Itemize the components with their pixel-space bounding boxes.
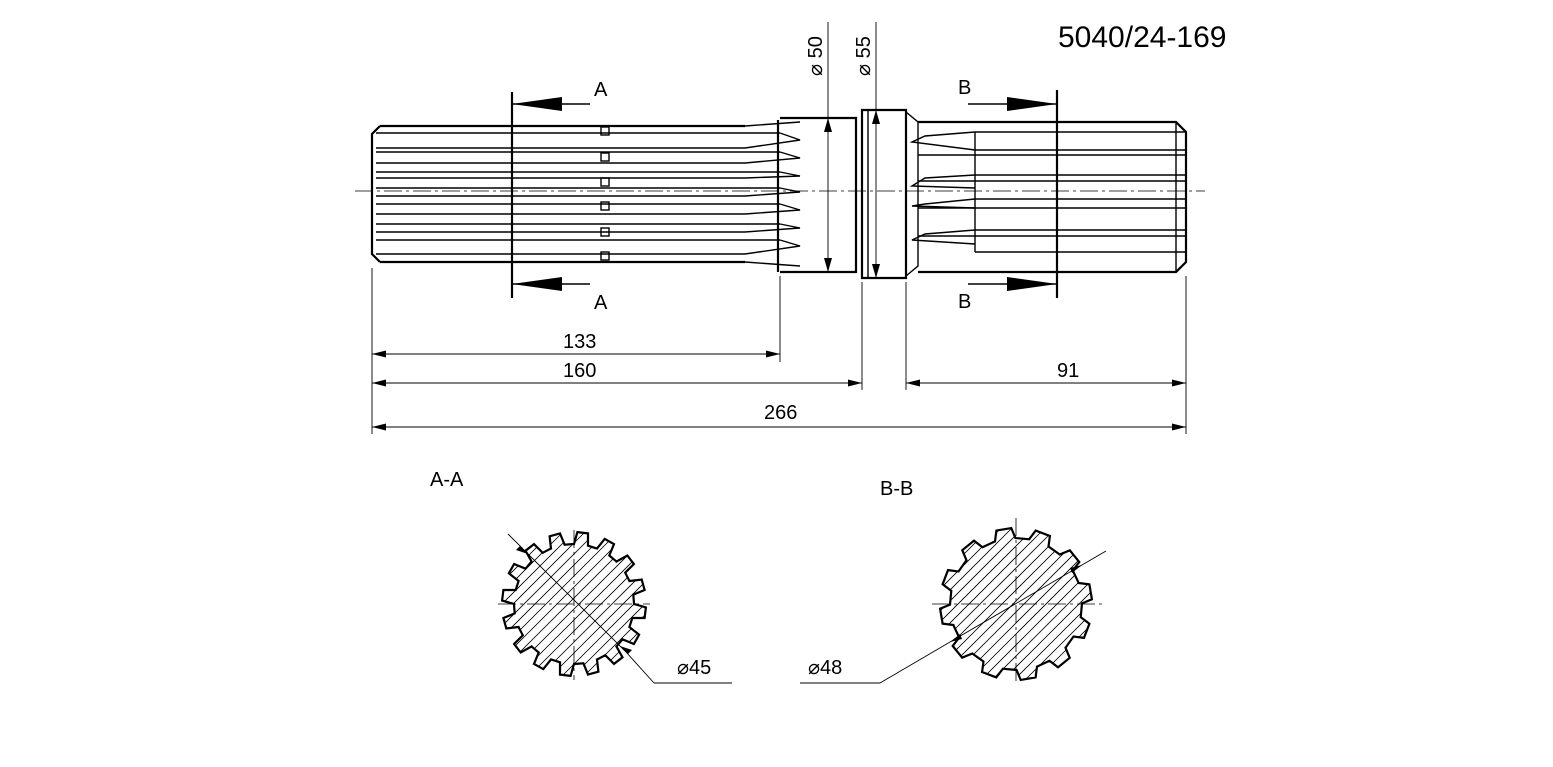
- section-hatch-line: [1082, 528, 1092, 680]
- right-spline-outline: [918, 120, 1188, 274]
- section-hatch-line: [502, 532, 517, 676]
- dim-266: 266: [764, 402, 797, 424]
- section-hatch-line: [502, 532, 506, 676]
- section-hatch-line: [1016, 528, 1092, 680]
- section-hatch-line: [1071, 528, 1092, 680]
- dim-160: 160: [563, 360, 596, 382]
- section-b-title: B-B: [880, 478, 913, 500]
- section-hatch-line: [940, 528, 1043, 680]
- section-hatch-line: [940, 528, 1010, 680]
- section-a-notches: [600, 126, 610, 261]
- section-hatch-line: [940, 528, 999, 680]
- section-a-top-letter: A: [594, 79, 608, 101]
- section-hatch-line: [502, 532, 605, 676]
- section-hatch-line: [961, 528, 1092, 680]
- part-number: 5040/24-169: [1058, 21, 1227, 54]
- left-spline-teeth: [376, 132, 780, 255]
- dim-133: 133: [563, 331, 596, 353]
- section-b-top-letter: B: [958, 77, 971, 99]
- section-b-bottom-letter: B: [958, 291, 971, 313]
- section-a-title: A-A: [430, 469, 464, 491]
- dia-55-label: ⌀ 55: [853, 36, 875, 76]
- section-a-view: ⌀45: [334, 524, 732, 684]
- section-hatch-line: [940, 528, 1021, 680]
- section-hatch-line: [1027, 528, 1092, 680]
- section-hatch-line: [983, 528, 1092, 680]
- section-hatch-line: [334, 524, 494, 684]
- section-hatch-line: [940, 528, 1065, 680]
- left-spline-outline: [370, 124, 745, 264]
- length-dimensions: 133 160 91 266: [371, 268, 1187, 434]
- section-hatch-line: [641, 532, 646, 676]
- dia-45-label: ⌀45: [677, 657, 711, 679]
- dia-48-label: ⌀48: [808, 657, 842, 679]
- section-hatch-line: [502, 532, 572, 676]
- dia-50-label: ⌀ 50: [805, 36, 827, 76]
- section-hatch-line: [502, 532, 627, 676]
- section-hatch-line: [1049, 528, 1092, 680]
- section-hatch-line: [502, 532, 561, 676]
- section-b-view: ⌀48: [764, 518, 1262, 688]
- section-hatch-line: [586, 532, 646, 676]
- collar-50: [776, 116, 858, 274]
- section-hatch-line: [531, 532, 646, 676]
- shaft-side-view: ⌀ 50 ⌀ 55 A A B B: [355, 22, 1205, 314]
- section-hatch-line: [502, 532, 583, 676]
- section-a-cut: A A: [510, 79, 608, 314]
- section-a-bottom-letter: A: [594, 292, 608, 314]
- right-spline-runout: [909, 131, 976, 245]
- section-hatch-line: [764, 520, 932, 688]
- section-b-cut: B B: [958, 77, 1059, 313]
- section-hatch-line: [502, 532, 550, 676]
- right-spline-teeth: [918, 122, 1186, 272]
- collar-55: [860, 108, 908, 280]
- left-spline-runout: [744, 121, 801, 267]
- section-hatch-line: [940, 528, 944, 680]
- section-hatch-line: [1094, 520, 1262, 688]
- dim-91: 91: [1057, 360, 1079, 382]
